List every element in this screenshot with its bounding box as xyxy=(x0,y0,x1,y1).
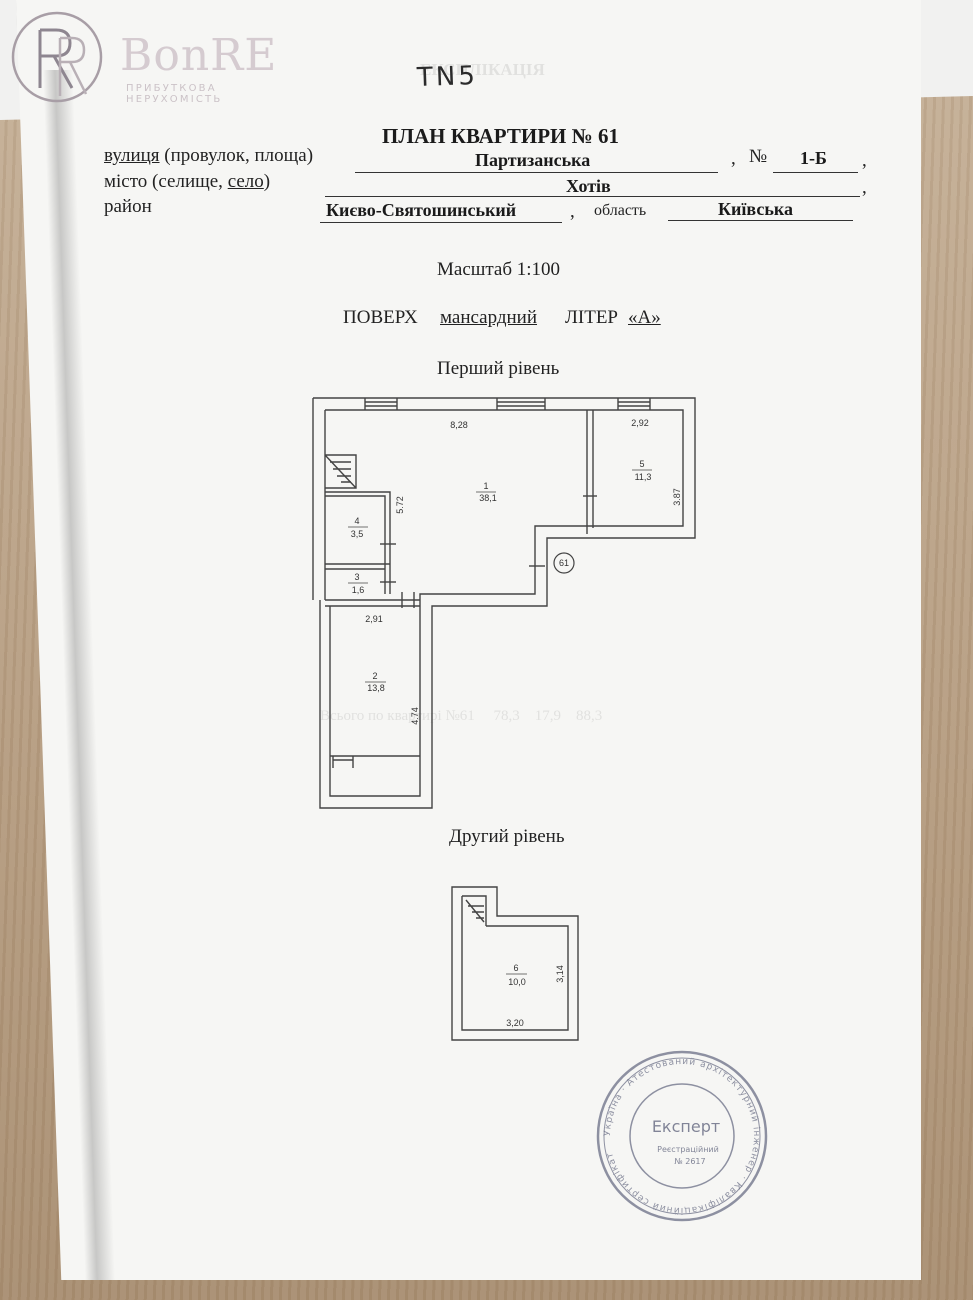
number-value: 1-Б xyxy=(800,148,827,168)
bonre-logo: BonRE ПРИБУТКОВА НЕРУХОМІСТЬ xyxy=(10,10,310,105)
official-stamp: Україна · Атестований архітектурний інже… xyxy=(596,1050,768,1222)
district-value: Києво-Святошинський xyxy=(326,200,517,220)
number-underline xyxy=(773,172,858,173)
number-label: № xyxy=(749,146,768,167)
logo-tagline: ПРИБУТКОВА НЕРУХОМІСТЬ xyxy=(126,83,223,105)
stamp-reg-number: № 2617 xyxy=(674,1157,705,1166)
city-underline xyxy=(325,196,860,197)
page-title: ПЛАН КВАРТИРИ № 61 xyxy=(382,124,619,148)
comma: , xyxy=(862,150,867,171)
stamp-center-word: Експерт xyxy=(652,1117,720,1136)
street-underline xyxy=(355,172,718,173)
city-label: місто (селище, село) xyxy=(104,171,271,192)
level2-title: Другий рівень xyxy=(449,826,565,847)
region-underline xyxy=(668,220,853,221)
region-label: область xyxy=(594,202,647,219)
street-value: Партизанська xyxy=(475,150,591,170)
comma: , xyxy=(862,177,867,198)
city-value: Хотів xyxy=(566,176,611,196)
logo-brand: BonRE xyxy=(120,30,278,81)
scale-label: Масштаб 1:100 xyxy=(437,259,561,280)
district-underline xyxy=(320,222,562,223)
region-value: Київська xyxy=(718,199,793,219)
floor-value: мансардний xyxy=(440,307,538,328)
liter-value: «А» xyxy=(628,307,661,328)
show-through-text: ЕКСПЛІКАЦІЯ xyxy=(420,60,545,79)
liter-label: ЛІТЕР xyxy=(565,307,618,328)
stamp-reg-label: Реєстраційний xyxy=(657,1145,719,1154)
bonre-monogram-icon xyxy=(11,11,103,103)
floor-label: ПОВЕРХ xyxy=(343,307,418,328)
show-through-text: Всього по квартирі №61 78,3 17,9 88,3 xyxy=(320,708,603,724)
comma: , xyxy=(570,201,575,222)
district-label: район xyxy=(104,196,152,217)
level1-title: Перший рівень xyxy=(437,358,560,379)
handwritten-note: TN5 xyxy=(416,60,479,94)
comma: , xyxy=(731,148,736,169)
street-label: вулиця (провулок, площа) xyxy=(104,145,314,166)
